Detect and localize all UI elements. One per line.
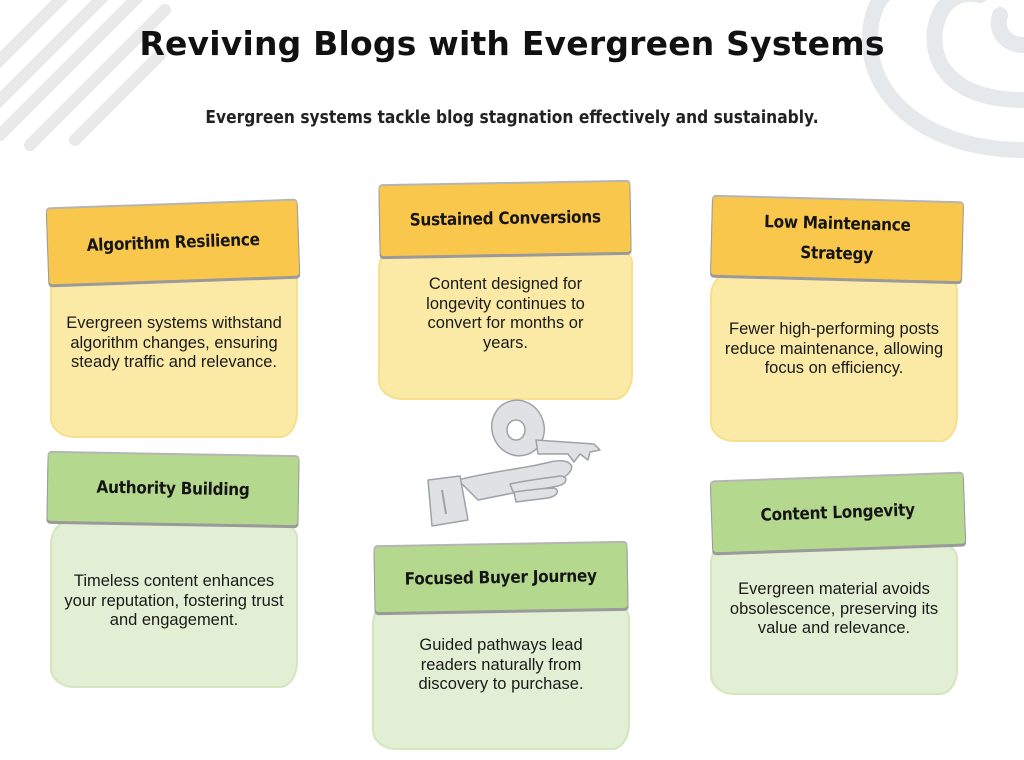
card-heading: Sustained Conversions bbox=[379, 181, 631, 257]
card-body: Guided pathways lead readers naturally f… bbox=[372, 600, 630, 750]
page-title: Reviving Blogs with Evergreen Systems bbox=[139, 24, 885, 63]
card-heading: Algorithm Resilience bbox=[46, 200, 300, 285]
card-heading: Low Maintenance Strategy bbox=[711, 196, 963, 282]
card-text: Timeless content enhances your reputatio… bbox=[64, 572, 284, 629]
card-body: Evergreen material avoids obsolescence, … bbox=[710, 540, 958, 695]
card-text: Content designed for longevity continues… bbox=[426, 275, 585, 352]
card-body: Evergreen systems withstand algorithm ch… bbox=[50, 262, 298, 438]
card-heading: Content Longevity bbox=[710, 473, 966, 553]
page-subtitle: Evergreen systems tackle blog stagnation… bbox=[205, 107, 819, 128]
card-text: Fewer high-performing posts reduce maint… bbox=[724, 320, 944, 377]
card-heading: Focused Buyer Journey bbox=[374, 542, 628, 613]
card-text: Evergreen systems withstand algorithm ch… bbox=[66, 314, 282, 371]
card-heading: Authority Building bbox=[47, 452, 299, 526]
card-text: Evergreen material avoids obsolescence, … bbox=[729, 580, 939, 637]
card-body: Content designed for longevity continues… bbox=[378, 245, 633, 400]
card-body: Timeless content enhances your reputatio… bbox=[50, 520, 298, 688]
card-body: Fewer high-performing posts reduce maint… bbox=[710, 272, 958, 442]
hand-holding-key-icon bbox=[427, 399, 601, 527]
card-text: Guided pathways lead readers naturally f… bbox=[418, 636, 584, 693]
